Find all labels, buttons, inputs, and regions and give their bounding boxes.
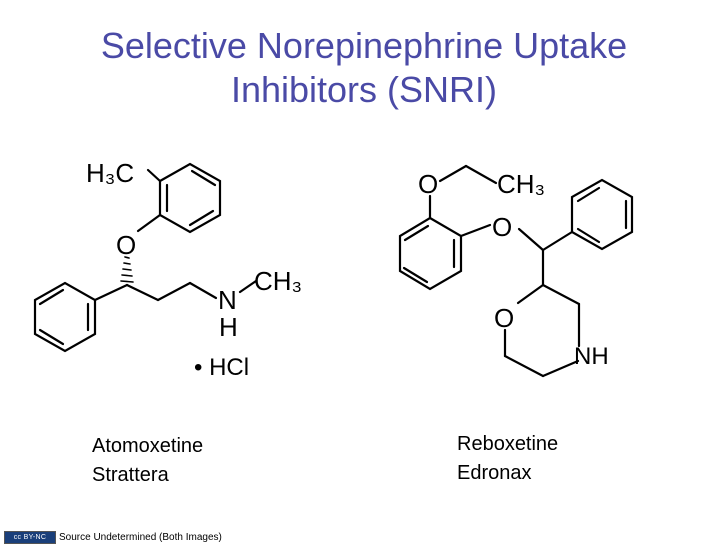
atomoxetine-brand-name: Strattera bbox=[92, 464, 169, 486]
methyl-bond bbox=[146, 168, 162, 183]
ether-bond bbox=[517, 227, 545, 252]
tolyl-double-bond bbox=[190, 169, 217, 187]
nitrogen-label: N bbox=[218, 285, 237, 315]
ethoxy-bond bbox=[438, 164, 468, 183]
phenyl-ring bbox=[570, 178, 634, 251]
atomoxetine-atoms: H₃C O N H CH₃ • HCl bbox=[86, 158, 302, 381]
morpholine-oxygen-label: O bbox=[494, 303, 514, 333]
chain-bond bbox=[188, 281, 218, 300]
chain-bond bbox=[156, 281, 192, 302]
atomoxetine-generic-name: Atomoxetine bbox=[92, 435, 204, 457]
chain-bond bbox=[125, 283, 160, 302]
ether-oxygen-label: O bbox=[492, 212, 512, 242]
tolyl-ring bbox=[158, 162, 222, 234]
ethoxyphenyl-double-bond bbox=[403, 224, 430, 242]
ethoxy-bond bbox=[464, 164, 498, 185]
reboxetine-brand-name: Edronax bbox=[457, 462, 532, 484]
phenyl-double-bond bbox=[38, 328, 65, 346]
morpholine-nh-label: NH bbox=[574, 343, 609, 370]
oxygen-label: O bbox=[116, 230, 136, 260]
reboxetine-generic-name: Reboxetine bbox=[457, 433, 559, 455]
morpholine-bond bbox=[541, 283, 581, 306]
slide-title: Selective Norepinephrine Uptake Inhibito… bbox=[0, 24, 728, 112]
hashed-wedge-bond bbox=[120, 256, 134, 283]
footer: cc BY-NC Source Undetermined (Both Image… bbox=[0, 528, 222, 546]
phenyl-double-bond bbox=[576, 186, 601, 203]
ethoxy-oxygen-label: O bbox=[418, 169, 438, 199]
title-line-2: Inhibitors (SNRI) bbox=[230, 69, 498, 110]
n-methyl-bond bbox=[238, 279, 258, 294]
phenyl-bond bbox=[541, 230, 574, 252]
reboxetine-atoms: O CH₃ O O NH bbox=[418, 169, 609, 370]
phenyl-double-bond bbox=[576, 227, 601, 244]
atomoxetine-structure bbox=[33, 162, 258, 353]
reboxetine-label: Reboxetine Edronax bbox=[457, 430, 558, 488]
phenyl-bond bbox=[93, 283, 129, 302]
methyl-label: CH₃ bbox=[497, 169, 545, 199]
creative-commons-license-icon[interactable]: cc BY-NC bbox=[4, 530, 56, 544]
aryl-ether-bond bbox=[459, 223, 492, 238]
atomoxetine-label: Atomoxetine Strattera bbox=[92, 432, 203, 490]
phenyl-ring bbox=[33, 281, 97, 353]
ethoxyphenyl-double-bond bbox=[402, 266, 429, 284]
amine-h-label: H bbox=[219, 312, 238, 342]
methyl-label: H₃C bbox=[86, 158, 134, 188]
ethoxyphenyl-ring bbox=[398, 216, 463, 291]
reboxetine-structure bbox=[398, 164, 634, 378]
morpholine-bond bbox=[541, 359, 580, 378]
title-line-1: Selective Norepinephrine Uptake bbox=[100, 25, 628, 66]
source-attribution: Source Undetermined (Both Images) bbox=[59, 531, 222, 543]
morpholine-bond bbox=[503, 354, 545, 378]
ether-bond bbox=[136, 213, 162, 233]
tolyl-double-bond bbox=[188, 209, 215, 227]
n-methyl-label: CH₃ bbox=[254, 266, 302, 296]
phenyl-double-bond bbox=[38, 288, 65, 306]
morpholine-bond bbox=[516, 283, 545, 305]
hcl-salt-label: • HCl bbox=[194, 354, 249, 381]
